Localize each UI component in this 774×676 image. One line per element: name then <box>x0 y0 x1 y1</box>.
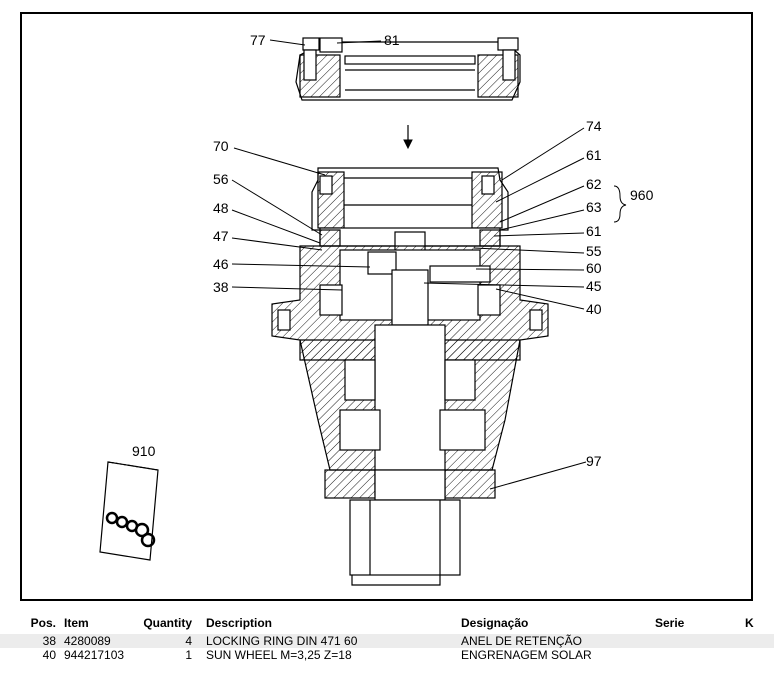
callout-61-upper: 61 <box>586 147 602 163</box>
callout-60: 60 <box>586 260 602 276</box>
leader-lines <box>231 39 627 490</box>
header-item: Item <box>64 616 89 630</box>
row-designacao: ENGRENAGEM SOLAR <box>461 648 592 662</box>
callout-55: 55 <box>586 243 602 259</box>
ring-kit-bag <box>99 461 159 561</box>
callout-47: 47 <box>213 228 229 244</box>
callout-97: 97 <box>586 453 602 469</box>
callout-40: 40 <box>586 301 602 317</box>
gearbox-housing <box>271 167 549 586</box>
row-pos: 40 <box>42 648 56 662</box>
header-pos: Pos. <box>30 616 56 630</box>
top-cover <box>295 37 521 101</box>
callout-48: 48 <box>213 200 229 216</box>
callout-62: 62 <box>586 176 602 192</box>
exploded-assembly-drawing: 77 81 74 70 61 62 960 63 56 48 61 47 55 … <box>99 32 654 586</box>
row-description: SUN WHEEL M=3,25 Z=18 <box>206 648 352 662</box>
callout-38: 38 <box>213 279 229 295</box>
header-description: Description <box>206 616 273 630</box>
callout-61-lower: 61 <box>586 223 602 239</box>
callout-70: 70 <box>213 138 229 154</box>
callout-910: 910 <box>132 443 156 459</box>
callout-77: 77 <box>250 32 266 48</box>
callout-74: 74 <box>586 118 602 134</box>
table-row[interactable]: 38 4280089 4 LOCKING RING DIN 471 60 ANE… <box>0 634 774 648</box>
header-serie: Serie <box>655 616 685 630</box>
row-pos: 38 <box>42 634 56 648</box>
parts-table: Pos. Item Quantity Description Designaçã… <box>0 612 774 662</box>
callout-63: 63 <box>586 199 602 215</box>
row-quantity: 4 <box>185 634 192 648</box>
row-item: 4280089 <box>64 634 111 648</box>
assembly-arrow <box>403 125 413 150</box>
callouts: 77 81 74 70 61 62 960 63 56 48 61 47 55 … <box>132 32 654 469</box>
callout-81: 81 <box>384 32 400 48</box>
callout-46: 46 <box>213 256 229 272</box>
callout-56: 56 <box>213 171 229 187</box>
header-quantity: Quantity <box>143 616 192 630</box>
row-quantity: 1 <box>185 648 192 662</box>
row-item: 944217103 <box>64 648 125 662</box>
callout-45: 45 <box>586 278 602 294</box>
header-designacao: Designação <box>461 616 529 630</box>
row-description: LOCKING RING DIN 471 60 <box>206 634 358 648</box>
header-k: K <box>745 616 754 630</box>
callout-960: 960 <box>630 187 654 203</box>
row-designacao: ANEL DE RETENÇÃO <box>461 634 582 648</box>
table-header: Pos. Item Quantity Description Designaçã… <box>0 612 774 634</box>
table-row[interactable]: 40 944217103 1 SUN WHEEL M=3,25 Z=18 ENG… <box>0 648 774 662</box>
